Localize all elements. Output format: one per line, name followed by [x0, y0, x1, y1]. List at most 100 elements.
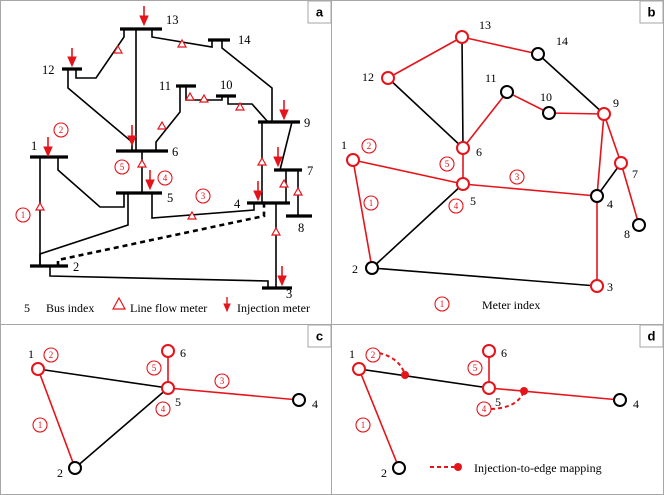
node-label: 4: [633, 397, 639, 411]
edge-6-13: [461, 36, 464, 149]
meter-index-circle: [43, 347, 59, 363]
legend-meter-index: Meter index: [482, 298, 540, 312]
bus-label: 12: [42, 63, 55, 77]
injection-meter: [277, 266, 287, 287]
injection-meter: [127, 125, 137, 147]
node-label: 11: [485, 71, 497, 85]
graph-node-5: [456, 177, 470, 191]
line-4-5: [151, 193, 255, 219]
meter-index-label: 4: [163, 173, 168, 183]
meter-index-circle: [155, 401, 171, 417]
graph-node-1: [346, 153, 360, 167]
meter-index-label: 3: [515, 172, 520, 182]
meter-index-circle: [214, 373, 230, 389]
line-flow-meters: [34, 38, 304, 236]
line-flow-meter: [198, 93, 210, 103]
line-6-11: [155, 86, 181, 151]
panel-d-label: d: [639, 324, 664, 348]
node-label: 2: [381, 466, 387, 480]
meter-index-circle: [53, 122, 69, 138]
bus-label: 10: [220, 78, 233, 92]
bus-label: 2: [73, 260, 79, 274]
edge-12-13: [387, 36, 463, 79]
bus-label: 5: [167, 191, 173, 205]
mapping-endpoint: [401, 371, 409, 379]
node-label: 1: [341, 138, 347, 152]
line-flow-meter: [112, 44, 124, 54]
bus-label: 8: [298, 221, 304, 235]
meter-index-label: 3: [220, 376, 225, 386]
meter-index-circle: [355, 417, 371, 433]
line-flow-meter: [292, 186, 304, 196]
edge-1-5: [358, 368, 490, 389]
node-label: 2: [57, 466, 63, 480]
edge-1-2: [352, 159, 373, 269]
meter-index-circle: [146, 360, 162, 376]
line-6-12: [67, 69, 133, 151]
graph-node-1: [31, 362, 45, 376]
node-label: 4: [607, 197, 613, 211]
meter-index-circle: [467, 360, 483, 376]
meter-index-label: 5: [152, 363, 157, 373]
edge-4-5: [167, 387, 300, 401]
graph-node-6: [456, 141, 470, 155]
legend-bus-number: 5: [24, 301, 30, 315]
node-label: 6: [476, 145, 482, 159]
panel-b-label: b: [639, 0, 664, 24]
node-label: 4: [312, 397, 318, 411]
panel-c-graph: 1 2 4 5 6 2 1 5 4 3: [28, 344, 318, 480]
meter-index-label: 4: [454, 201, 459, 211]
meter-index-label: 1: [21, 210, 26, 220]
meter-index-label: 1: [369, 198, 374, 208]
edge-2-3: [371, 267, 598, 287]
bus-label: 9: [304, 116, 310, 130]
meter-index-label: 5: [120, 162, 125, 172]
node-label: 14: [556, 34, 568, 48]
bus-label: 6: [172, 145, 178, 159]
injection-to-edge-mapping: [378, 352, 406, 376]
node-label: 6: [501, 346, 507, 360]
injection-meter: [43, 137, 53, 158]
panel-d-graph: 1 2 4 5 6 2 1 5 4 Injection-to-edge mapp…: [349, 344, 639, 480]
meter-index-circle: [361, 138, 377, 154]
node-label: 9: [613, 96, 619, 110]
injection-meter: [273, 147, 283, 168]
line-flow-meter: [186, 210, 198, 220]
meter-index-circle: [448, 198, 464, 214]
graph-node-14: [531, 47, 545, 61]
meter-index-circle: [365, 347, 381, 363]
svg-text:d: d: [648, 329, 656, 344]
panel-c-label: c: [307, 324, 332, 348]
line-flow-meter: [256, 156, 268, 166]
graph-node-6: [482, 344, 496, 358]
panel-a-legend: 5 Bus index Line flow meter Injection me…: [24, 296, 310, 315]
graph-node-4: [292, 393, 306, 407]
graph-node-1: [352, 362, 366, 376]
edge-9-10: [548, 112, 605, 115]
edge-4-9: [596, 113, 605, 197]
line-flow-meter: [184, 91, 196, 101]
graph-node-4: [613, 393, 627, 407]
graph-node-9: [597, 107, 611, 121]
node-label: 3: [607, 280, 613, 294]
legend-injection: Injection meter: [237, 301, 310, 315]
line-flow-meter: [234, 101, 246, 111]
meter-index-label: 4: [161, 404, 166, 414]
line-flow-meter: [34, 201, 46, 211]
line-flow-meter: [176, 38, 188, 48]
graph-node-8: [632, 218, 646, 232]
edge-7-8: [620, 162, 640, 226]
injection-meter: [139, 6, 149, 27]
bus-label: 11: [159, 79, 171, 93]
bus-label: 1: [31, 139, 37, 153]
edge-13-14: [461, 36, 539, 55]
line-flow-meter: [156, 120, 168, 130]
meter-index-label: 2: [371, 350, 376, 360]
edge-2-5: [371, 183, 464, 269]
panel-b-graph: 1 2 3 4 5 6 7 8 9 10 11 12 13 14 2 1 5 4…: [341, 18, 646, 312]
injection-meter-icon: [223, 297, 231, 313]
edge-7-9: [603, 113, 622, 164]
meter-index-label: 4: [482, 404, 487, 414]
line-12-13: [75, 29, 125, 79]
